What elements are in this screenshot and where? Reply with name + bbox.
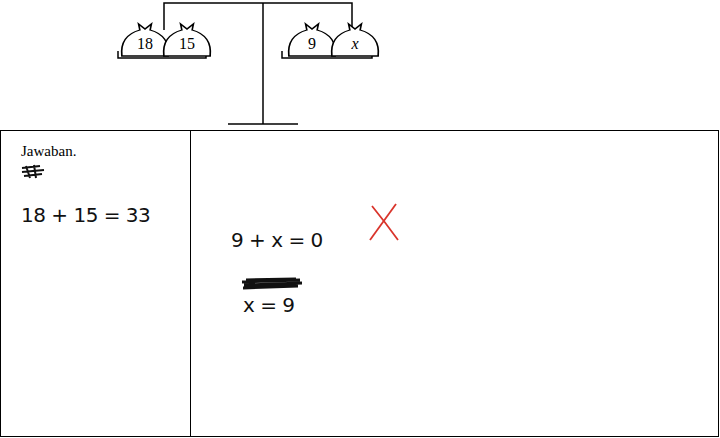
- scribble: [242, 279, 302, 288]
- scribble: [22, 165, 44, 178]
- handwritten-answer: 9 + x = 0: [231, 228, 323, 252]
- scale-post: [262, 3, 264, 124]
- answer-cell: 9 + x = 0 x = 9: [190, 130, 719, 437]
- weight-bag: x: [328, 20, 382, 58]
- handwritten-answer: 18 + 15 = 33: [21, 203, 150, 227]
- wrong-mark: [372, 206, 398, 240]
- weight-bag: 15: [160, 20, 214, 58]
- answer-cell: Jawaban. 18 + 15 = 33: [0, 130, 191, 437]
- scale-base: [228, 123, 298, 125]
- wrong-mark: [370, 204, 398, 240]
- handwritten-answer: x = 9: [243, 293, 295, 317]
- answer-heading: Jawaban.: [21, 143, 76, 160]
- scribble: [22, 165, 302, 288]
- bag-value: 15: [160, 35, 214, 53]
- bag-value: x: [328, 35, 382, 53]
- wrong-mark: [370, 204, 396, 240]
